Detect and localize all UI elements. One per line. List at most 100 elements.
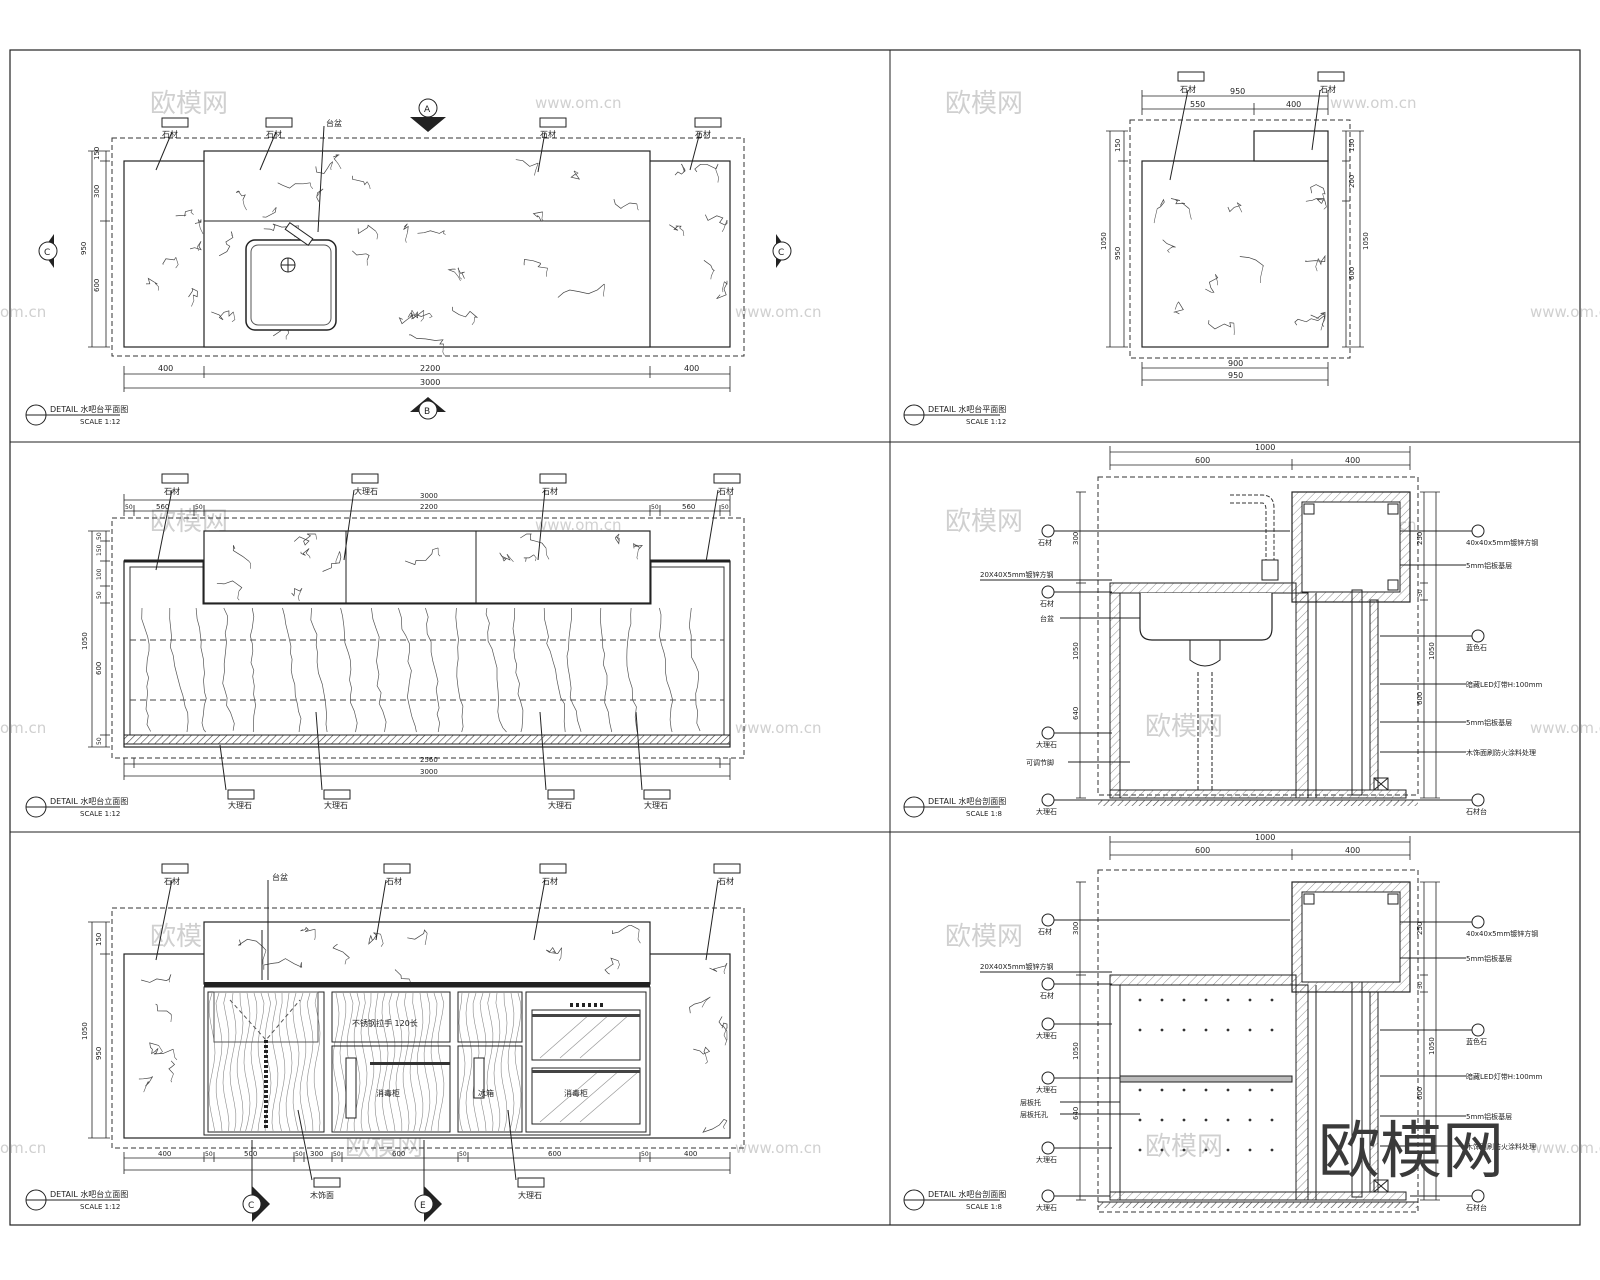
svg-text:500: 500: [244, 1150, 257, 1158]
dimension-bottom: 2560 3000: [123, 756, 731, 780]
callout: 木饰面刷防火涂料处理: [1380, 1142, 1536, 1151]
watermark-url: www.om.cn: [735, 719, 822, 737]
svg-text:层板托孔: 层板托孔: [1020, 1110, 1048, 1119]
callout: 大理石: [1036, 1071, 1120, 1094]
callout: 石材: [1040, 585, 1112, 608]
callout: 石材: [537, 117, 567, 173]
dimension-right: 150 200 600 1050: [1342, 130, 1370, 348]
svg-text:台盆: 台盆: [272, 872, 288, 882]
svg-text:600: 600: [548, 1150, 561, 1158]
panel-detail-2: 石材 石材 950 550 400 900 950 150 9: [903, 71, 1370, 426]
dimension-left: 300 1050 640: [1072, 881, 1086, 1201]
watermark-url: om.cn: [0, 303, 46, 321]
plinth-hatch: [123, 734, 731, 745]
callout: 石材台: [1410, 793, 1487, 816]
svg-text:C: C: [248, 1201, 254, 1211]
svg-text:石材: 石材: [164, 876, 180, 886]
panel-detail-4: 1000 600 400 300 1050 640 250 50 1050 60…: [903, 443, 1543, 818]
svg-text:暗藏LED灯带H:100mm: 暗藏LED灯带H:100mm: [1466, 1072, 1543, 1081]
callout: 木饰面: [297, 1109, 341, 1200]
scale-text: SCALE 1:8: [966, 810, 1002, 818]
svg-text:大理石: 大理石: [324, 800, 348, 810]
control-buttons: [570, 1003, 603, 1007]
section-mark-b: B: [410, 397, 446, 420]
marble-veins: [1153, 184, 1327, 336]
svg-text:50: 50: [96, 737, 103, 745]
drawing-title: DETAIL 水吧台剖面图 SCALE 1:8: [903, 796, 1006, 818]
svg-text:300: 300: [1072, 922, 1080, 935]
svg-text:400: 400: [158, 364, 173, 373]
svg-text:600: 600: [1348, 267, 1356, 280]
watermark-brand: 欧模网: [1145, 712, 1223, 742]
svg-text:600: 600: [1195, 846, 1210, 855]
faucet-icon: [261, 930, 269, 980]
counter-slab: [1109, 974, 1297, 986]
cabinet-label: 消毒柜: [376, 1088, 400, 1098]
watermark-brand: 欧模网: [1145, 1132, 1223, 1162]
svg-text:石材台: 石材台: [1466, 807, 1487, 816]
svg-text:950: 950: [1114, 247, 1122, 260]
svg-text:石材: 石材: [164, 486, 180, 496]
scale-text: SCALE 1:12: [966, 418, 1006, 426]
svg-text:B: B: [424, 407, 430, 417]
sink-bowl: [1139, 593, 1273, 641]
cabinet-label: 不锈钢拉手 120长: [352, 1018, 418, 1028]
callout: 石材: [1311, 71, 1345, 151]
faucet-outline: [1230, 494, 1275, 560]
marble-veins: [145, 209, 204, 307]
svg-text:1050: 1050: [1428, 642, 1436, 660]
scale-text: SCALE 1:12: [80, 418, 120, 426]
dimension-top: 1000 600 400: [1109, 833, 1411, 860]
svg-text:100: 100: [96, 568, 103, 580]
svg-text:大理石: 大理石: [1036, 1155, 1057, 1164]
upper-box-inner: [1301, 501, 1401, 593]
dimension-right: 250 50 1050 600: [1416, 881, 1440, 1201]
svg-text:150: 150: [96, 544, 103, 556]
svg-text:900: 900: [1228, 359, 1243, 368]
svg-text:300: 300: [310, 1150, 323, 1158]
svg-text:大理石: 大理石: [228, 800, 252, 810]
callout: 大理石: [1036, 1017, 1112, 1040]
svg-text:2200: 2200: [420, 503, 438, 511]
svg-text:950: 950: [95, 1047, 103, 1060]
callout: 蓝色石: [1380, 1023, 1487, 1046]
svg-text:400: 400: [1286, 100, 1301, 109]
scale-text: SCALE 1:8: [966, 1203, 1002, 1211]
callout: 石材: [155, 117, 189, 171]
svg-text:560: 560: [682, 503, 695, 511]
sink-basin-inner: [250, 244, 332, 326]
svg-text:木饰面: 木饰面: [310, 1190, 334, 1200]
cabinet-label: 消毒柜: [564, 1088, 588, 1098]
svg-text:150: 150: [1114, 139, 1122, 152]
svg-text:C: C: [44, 248, 50, 258]
svg-text:石材: 石材: [1040, 991, 1054, 1000]
svg-text:台盆: 台盆: [326, 118, 342, 128]
drawer-handle: [370, 1062, 450, 1065]
svg-text:3000: 3000: [420, 768, 438, 776]
cabinet-door: [331, 991, 451, 1043]
panel-detail-6: 1000 600 400 300 1050 640 250 50 1050 60…: [903, 833, 1543, 1213]
callout: 40x40x5mm镀锌方钢: [1400, 524, 1538, 547]
callout: 层板托: [1020, 1098, 1120, 1107]
svg-text:50: 50: [651, 504, 659, 511]
shelf: [1119, 1075, 1293, 1083]
callout: 石材: [533, 863, 567, 941]
watermark-url: www.om.cn: [735, 303, 822, 321]
svg-text:300: 300: [93, 185, 101, 198]
upper-box-inner: [1301, 891, 1401, 983]
svg-text:50: 50: [195, 504, 203, 511]
svg-text:600: 600: [1416, 1087, 1424, 1100]
callout: 大理石: [539, 711, 575, 810]
shelf-holes: [1138, 998, 1274, 1152]
cabinet-label: 冰箱: [478, 1088, 494, 1098]
svg-text:20X40X5mm镀锌方钢: 20X40X5mm镀锌方钢: [980, 570, 1054, 579]
marble-veins: [138, 974, 178, 1093]
extent-outline: [1129, 119, 1351, 359]
extent-outline: [111, 137, 745, 357]
callout: 蓝色石: [1380, 629, 1487, 652]
svg-text:大理石: 大理石: [1036, 1203, 1057, 1212]
svg-text:600: 600: [1416, 692, 1424, 705]
svg-text:50: 50: [721, 504, 729, 511]
svg-text:1050: 1050: [81, 632, 89, 650]
svg-text:600: 600: [392, 1150, 405, 1158]
